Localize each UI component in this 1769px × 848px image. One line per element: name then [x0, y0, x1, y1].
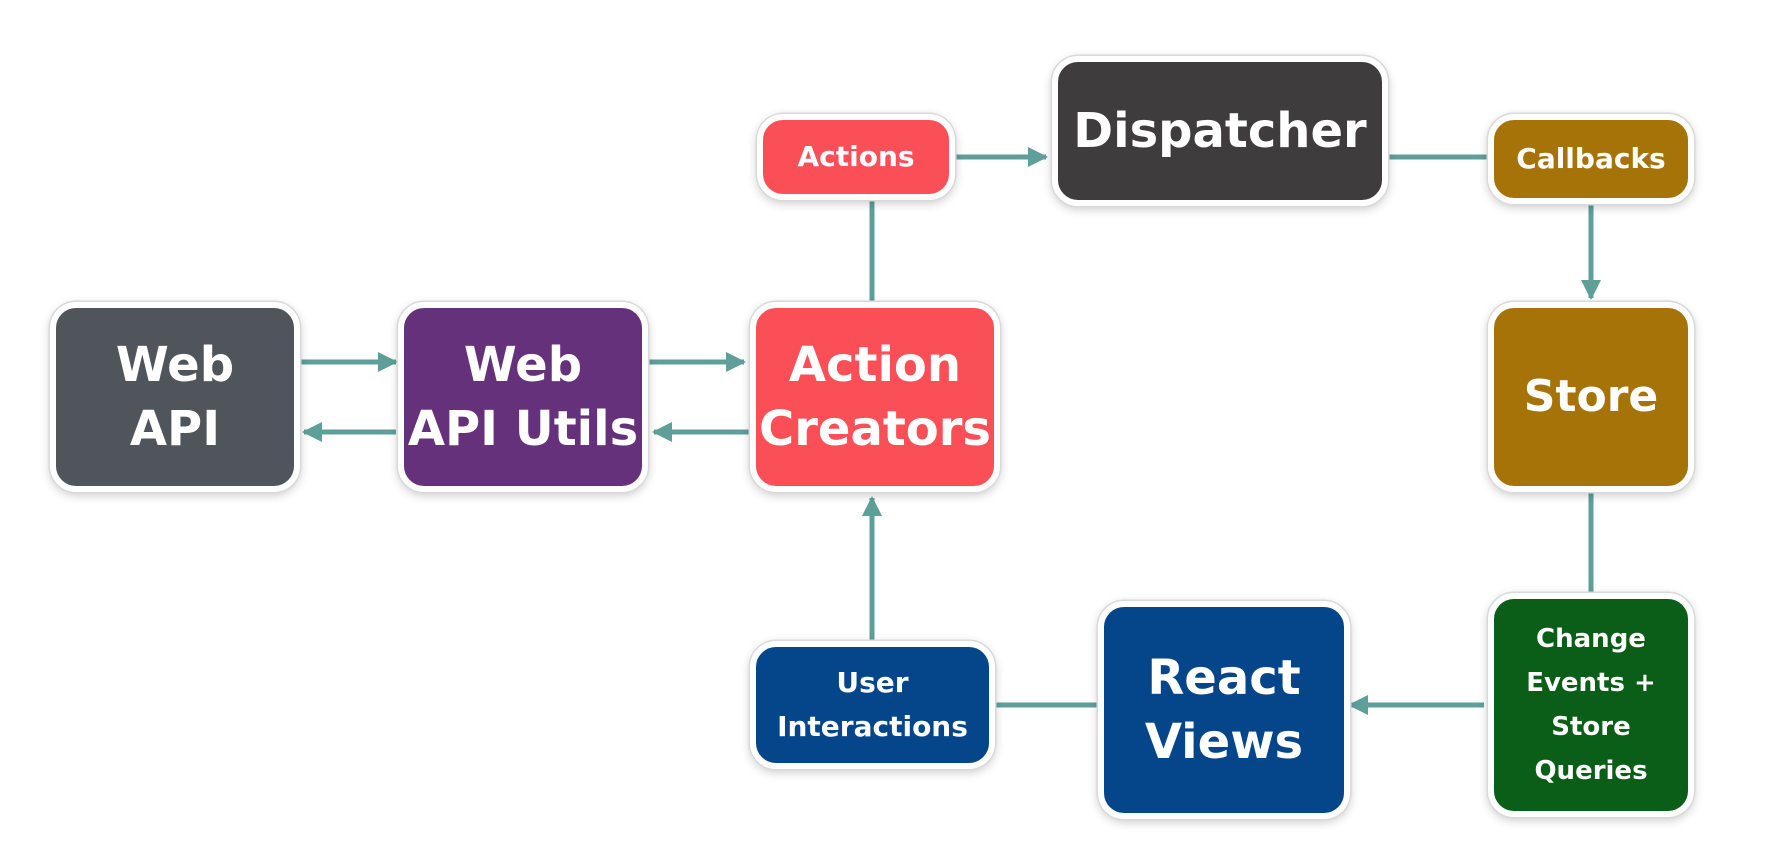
node-web-api-utils: Web API Utils — [398, 302, 648, 492]
node-callbacks: Callbacks — [1488, 114, 1694, 204]
node-change-events-label: Change Events + Store Queries — [1526, 624, 1656, 786]
node-dispatcher: Dispatcher — [1052, 56, 1388, 206]
node-react-views-label: React Views — [1144, 650, 1304, 770]
node-web-api-utils-label: Web API Utils — [407, 337, 639, 457]
node-actions-label: Actions — [797, 140, 915, 173]
node-user-interactions: User Interactions — [750, 641, 995, 769]
node-dispatcher-label: Dispatcher — [1073, 103, 1367, 159]
node-store-label: Store — [1523, 371, 1659, 422]
node-change-events: Change Events + Store Queries — [1488, 593, 1694, 817]
node-callbacks-label: Callbacks — [1516, 142, 1666, 175]
node-react-views: React Views — [1098, 601, 1350, 819]
node-actions: Actions — [757, 114, 955, 200]
node-web-api-label: Web API — [115, 337, 235, 457]
node-user-interactions-label: User Interactions — [777, 666, 968, 743]
node-action-creators-label: Action Creators — [758, 337, 991, 457]
connector-group — [300, 147, 1601, 715]
node-action-creators: Action Creators — [750, 302, 1000, 492]
node-store: Store — [1488, 302, 1694, 492]
node-web-api: Web API — [50, 302, 300, 492]
